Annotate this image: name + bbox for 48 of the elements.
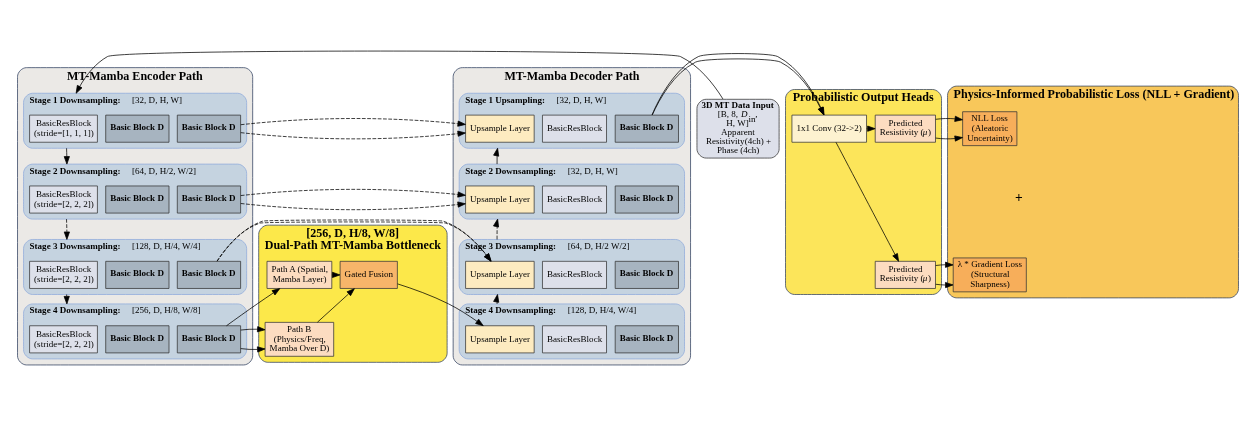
- arrow: [493, 293, 500, 304]
- node-box: Basic Block D: [105, 324, 170, 353]
- node-box: Basic Block D: [614, 114, 679, 143]
- node-box: BasicResBlock (stride=[2, 2, 2]): [29, 185, 98, 213]
- node-box: BasicResBlock (stride=[2, 2, 2]): [29, 260, 98, 289]
- arrow: [835, 141, 899, 262]
- node-box: NLL Loss (Aleatoric Uncertainty): [962, 110, 1018, 146]
- arrow: [935, 261, 954, 288]
- arrow: [651, 52, 825, 115]
- node-box: Basic Block D: [614, 260, 679, 289]
- node-box: Basic Block D: [614, 324, 679, 353]
- arrow: [240, 325, 266, 352]
- arrow: [935, 115, 963, 142]
- node-box: Basic Block D: [176, 324, 241, 353]
- node-box: BasicResBlock: [542, 260, 607, 289]
- arrow: [63, 218, 70, 240]
- node-box: BasicResBlock (stride=[1, 1, 1]): [29, 114, 98, 143]
- node-box: Basic Block D: [176, 260, 241, 289]
- node-box: Basic Block D: [176, 114, 241, 143]
- arrow: [75, 50, 724, 99]
- node-box: BasicResBlock: [542, 185, 607, 213]
- arrow: [226, 287, 281, 326]
- node-box: Basic Block D: [176, 185, 241, 213]
- node-box: λ * Gradient Loss (Structural Sharpness): [952, 257, 1027, 292]
- node-box: Upsample Layer: [465, 185, 535, 213]
- node-box: Gated Fusion: [339, 260, 398, 289]
- node-box: Upsample Layer: [465, 114, 535, 143]
- node-box: Upsample Layer: [465, 324, 535, 353]
- arrow: [63, 147, 70, 164]
- node-box: Path B (Physics/Freq, Mamba Over D): [264, 321, 335, 357]
- node-box: Upsample Layer: [465, 260, 535, 289]
- node-box: Basic Block D: [105, 114, 170, 143]
- node-box: BasicResBlock (stride=[2, 2, 2]): [29, 324, 98, 353]
- node-box: Basic Block D: [614, 185, 679, 213]
- arrow: [240, 117, 466, 139]
- label: +: [1015, 189, 1023, 205]
- arrow: [493, 147, 500, 164]
- node-box: Predicted Resistivity (μ): [874, 260, 936, 289]
- arrow: [493, 218, 499, 240]
- arrow: [317, 287, 355, 323]
- node-box: BasicResBlock: [542, 114, 607, 143]
- node-box: Predicted Resistivity (μ): [874, 114, 936, 143]
- node-box: Basic Block D: [105, 185, 170, 213]
- arrow: [397, 283, 484, 326]
- node-box: Basic Block D: [105, 260, 170, 289]
- node-box: BasicResBlock: [542, 324, 607, 353]
- arrow: [63, 293, 70, 304]
- arrow: [240, 188, 466, 210]
